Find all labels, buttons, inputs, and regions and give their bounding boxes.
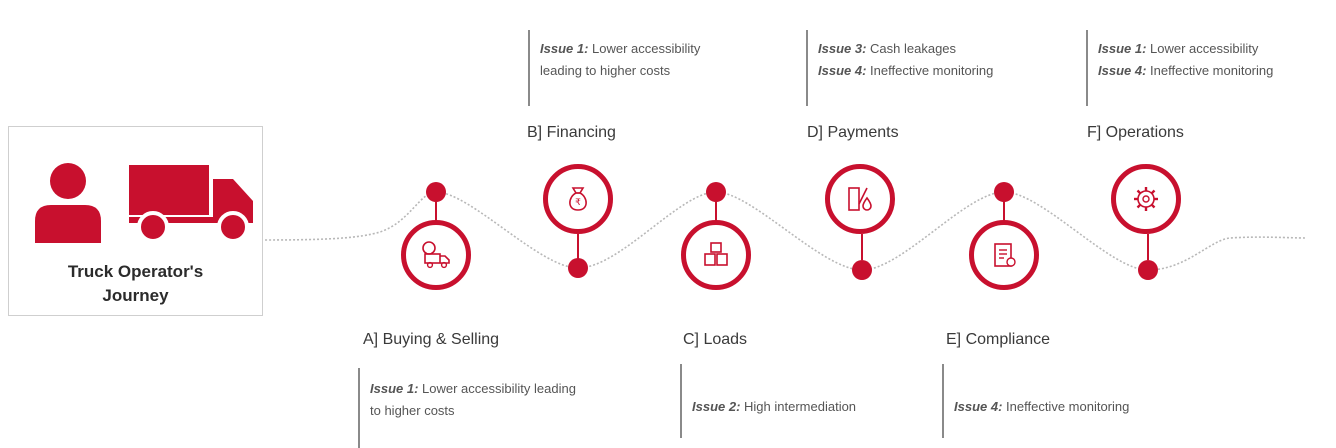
- issue-line: Issue 4: Ineffective monitoring: [818, 63, 994, 78]
- card-title: Truck Operator's Journey: [67, 262, 204, 305]
- issue-box-d: Issue 3: Cash leakages Issue 4: Ineffect…: [806, 30, 993, 106]
- stem-f: [1147, 234, 1149, 260]
- node-dot-b: [568, 258, 588, 278]
- stage-d-ring[interactable]: [825, 164, 895, 234]
- issue-line: Issue 1: Lower accessibility: [540, 41, 701, 56]
- issue-line: leading to higher costs: [540, 63, 671, 78]
- money-bag-icon: ₹: [569, 187, 587, 211]
- stage-c-ring[interactable]: [681, 220, 751, 290]
- stage-label-f: F] Operations: [1087, 124, 1184, 141]
- node-dot-e: [994, 182, 1014, 202]
- stage-label-a: A] Buying & Selling: [363, 331, 500, 348]
- issue-box-c: Issue 2: High intermediation: [680, 364, 856, 438]
- issue-line: Issue 4: Ineffective monitoring: [954, 399, 1130, 414]
- node-dot-a: [426, 182, 446, 202]
- issue-line: Issue 2: High intermediation: [692, 399, 857, 414]
- stage-label-e: E] Compliance: [946, 331, 1051, 348]
- issue-line: Issue 4: Ineffective monitoring: [1098, 63, 1274, 78]
- stage-label-b: B] Financing: [527, 124, 616, 141]
- issue-line: Issue 3: Cash leakages: [818, 41, 957, 56]
- stage-label-d: D] Payments: [807, 124, 899, 141]
- stem-e: [1003, 200, 1005, 224]
- boxes-icon: [704, 242, 728, 266]
- stage-a-ring[interactable]: [401, 220, 471, 290]
- stem-a: [435, 200, 437, 224]
- checklist-icon: [994, 243, 1016, 267]
- node-dot-f: [1138, 260, 1158, 280]
- issue-box-e: Issue 4: Ineffective monitoring: [942, 364, 1129, 438]
- node-dot-d: [852, 260, 872, 280]
- truck-money-icon: [422, 241, 450, 269]
- issue-line: Issue 1: Lower accessibility leading: [370, 381, 576, 396]
- journey-card: Truck Operator's Journey: [8, 126, 263, 316]
- stage-b-ring[interactable]: ₹: [543, 164, 613, 234]
- fuel-pump-icon: [848, 187, 872, 211]
- issue-box-b: Issue 1: Lower accessibility leading to …: [528, 30, 700, 106]
- gear-icon: [1134, 187, 1158, 211]
- stage-e-ring[interactable]: [969, 220, 1039, 290]
- truck-icon: [129, 165, 253, 243]
- issue-line: to higher costs: [370, 403, 455, 418]
- stage-label-c: C] Loads: [683, 331, 748, 348]
- issue-line: Issue 1: Lower accessibility: [1098, 41, 1259, 56]
- person-icon: [35, 163, 101, 243]
- svg-text:₹: ₹: [575, 198, 581, 208]
- issue-box-a: Issue 1: Lower accessibility leading to …: [358, 368, 576, 448]
- stem-c: [715, 200, 717, 224]
- issue-box-f: Issue 1: Lower accessibility Issue 4: In…: [1086, 30, 1273, 106]
- stem-b: [577, 234, 579, 260]
- stem-d: [861, 234, 863, 260]
- node-dot-c: [706, 182, 726, 202]
- stage-f-ring[interactable]: [1111, 164, 1181, 234]
